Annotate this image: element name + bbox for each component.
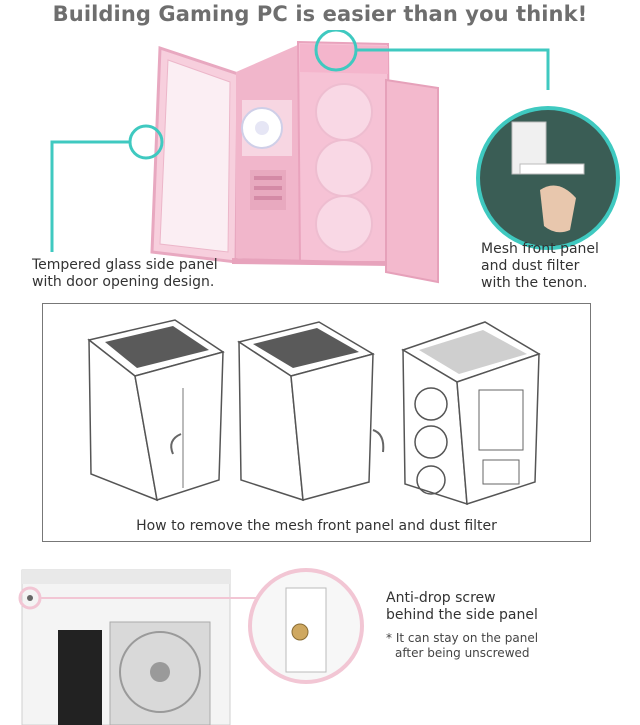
pink-case-illustration <box>50 30 620 284</box>
front-fan-3 <box>315 195 373 253</box>
anti-drop-screw <box>291 623 309 641</box>
rear-io-opening <box>58 630 102 725</box>
screw-caption: Anti-drop screw behind the side panel <box>386 590 538 623</box>
removed-side-panel <box>385 78 439 284</box>
screw-detail-illustration <box>18 568 364 725</box>
step-3-case <box>401 321 541 506</box>
front-fan-1 <box>315 83 373 141</box>
front-panel-caption: Mesh front panel and dust filter with th… <box>481 241 599 291</box>
page-headline: Building Gaming PC is easier than you th… <box>52 2 588 26</box>
front-fan-2 <box>315 139 373 197</box>
screw-note: * It can stay on the panel after being u… <box>386 631 539 660</box>
removal-steps-panel: How to remove the mesh front panel and d… <box>42 303 591 542</box>
removal-steps-diagram <box>87 319 541 506</box>
step-2-case <box>237 321 385 502</box>
side-panel-caption: Tempered glass side panel with door open… <box>32 257 218 290</box>
removal-caption: How to remove the mesh front panel and d… <box>136 518 497 534</box>
step-1-case <box>87 319 225 502</box>
